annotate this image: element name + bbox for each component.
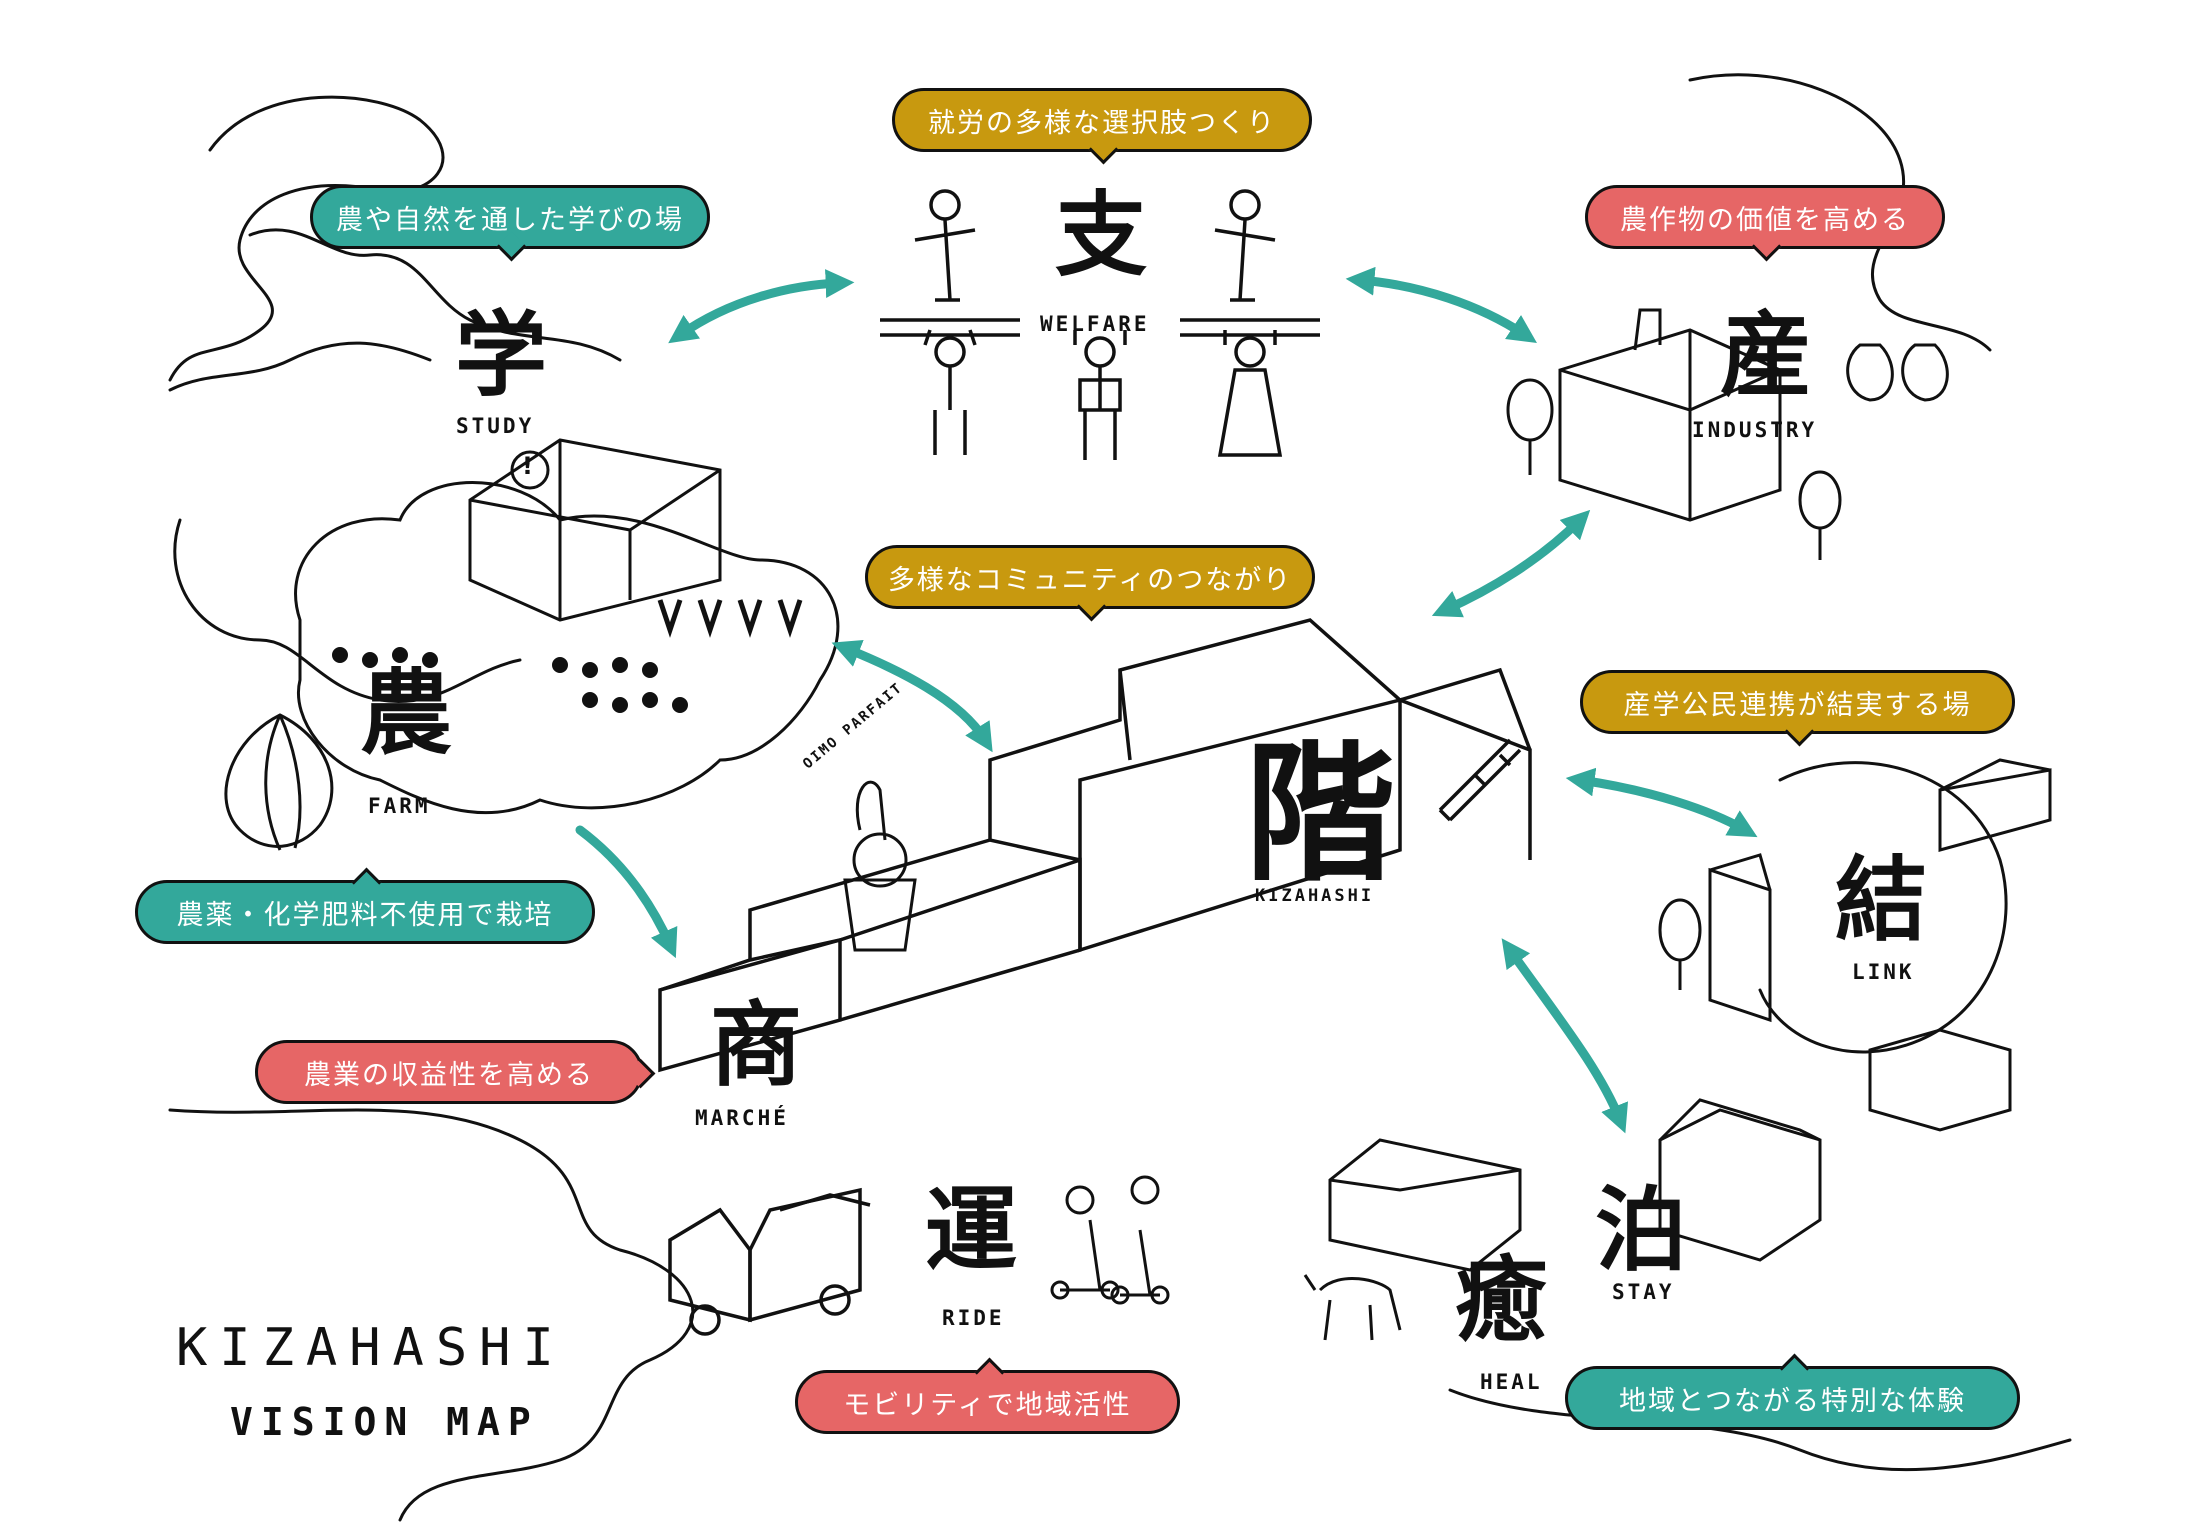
kizahashi-building [658, 618, 1532, 1073]
welfare-kanji: 支 [1055, 182, 1148, 289]
farm-label: FARM [368, 794, 431, 818]
arrow-farm-community [831, 639, 993, 753]
bubble-study: 農や自然を通した学びの場 [310, 185, 710, 249]
farm-kanji: 農 [360, 660, 453, 767]
bubble-welfare: 就労の多様な選択肢つくり [892, 88, 1312, 152]
arrow-study-welfare [668, 269, 855, 344]
arrow-farm-marche [575, 825, 678, 959]
page-subtitle: VISION MAP [230, 1400, 539, 1444]
welfare-people [880, 189, 1320, 460]
ride-truck [668, 1187, 871, 1336]
bubble-link: 産学公民連携が結実する場 [1580, 670, 2015, 734]
study-kanji: 学 [455, 302, 548, 409]
industry-label: INDUSTRY [1692, 418, 1818, 442]
link-buildings [1658, 758, 2052, 1132]
marche-label: MARCHÉ [695, 1106, 789, 1130]
bubble-industry: 農作物の価値を高める [1585, 185, 1945, 249]
industry-factory [1506, 308, 1949, 560]
link-label: LINK [1852, 960, 1915, 984]
plant-sprouts [657, 599, 803, 638]
connector-arrows [575, 266, 1758, 1134]
arrow-welfare-industry [1345, 266, 1537, 343]
farm-area-outline [294, 481, 840, 815]
parfait-illustration [843, 780, 917, 952]
bubble-farm: 農薬・化学肥料不使用で栽培 [135, 880, 595, 944]
kizahashi-kanji: 階 [1245, 728, 1396, 902]
page-title: KIZAHASHI [176, 1318, 566, 1378]
industry-kanji: 産 [1720, 302, 1813, 409]
crop-rows [332, 647, 688, 713]
ride-kanji: 運 [925, 1177, 1018, 1284]
kizahashi-label: KIZAHASHI [1255, 886, 1375, 906]
arrow-kizahashi-link [1565, 767, 1758, 838]
arrow-industry-kizahashi [1431, 509, 1591, 618]
marche-kanji: 商 [710, 992, 803, 1099]
link-kanji: 結 [1835, 847, 1928, 954]
heal-kanji: 癒 [1455, 1247, 1548, 1354]
study-classroom [468, 438, 722, 622]
arrow-kizahashi-heal [1501, 938, 1629, 1134]
ride-label: RIDE [942, 1306, 1005, 1330]
bubble-community: 多様なコミュニティのつながり [865, 545, 1315, 609]
bubble-marche: 農業の収益性を高める [255, 1040, 643, 1104]
bubble-heal: 地域とつながる特別な体験 [1565, 1366, 2020, 1430]
heal-stay-buildings [1303, 1098, 1822, 1341]
stay-kanji: 泊 [1595, 1177, 1688, 1284]
scooter-riders [1050, 1175, 1170, 1305]
welfare-label: WELFARE [1040, 312, 1150, 336]
bubble-ride: モビリティで地域活性 [795, 1370, 1180, 1434]
stay-label: STAY [1612, 1280, 1675, 1304]
speech-mark: ! [522, 452, 533, 480]
onion-illustration [224, 713, 334, 851]
heal-label: HEAL [1480, 1370, 1543, 1394]
study-label: STUDY [456, 414, 535, 438]
